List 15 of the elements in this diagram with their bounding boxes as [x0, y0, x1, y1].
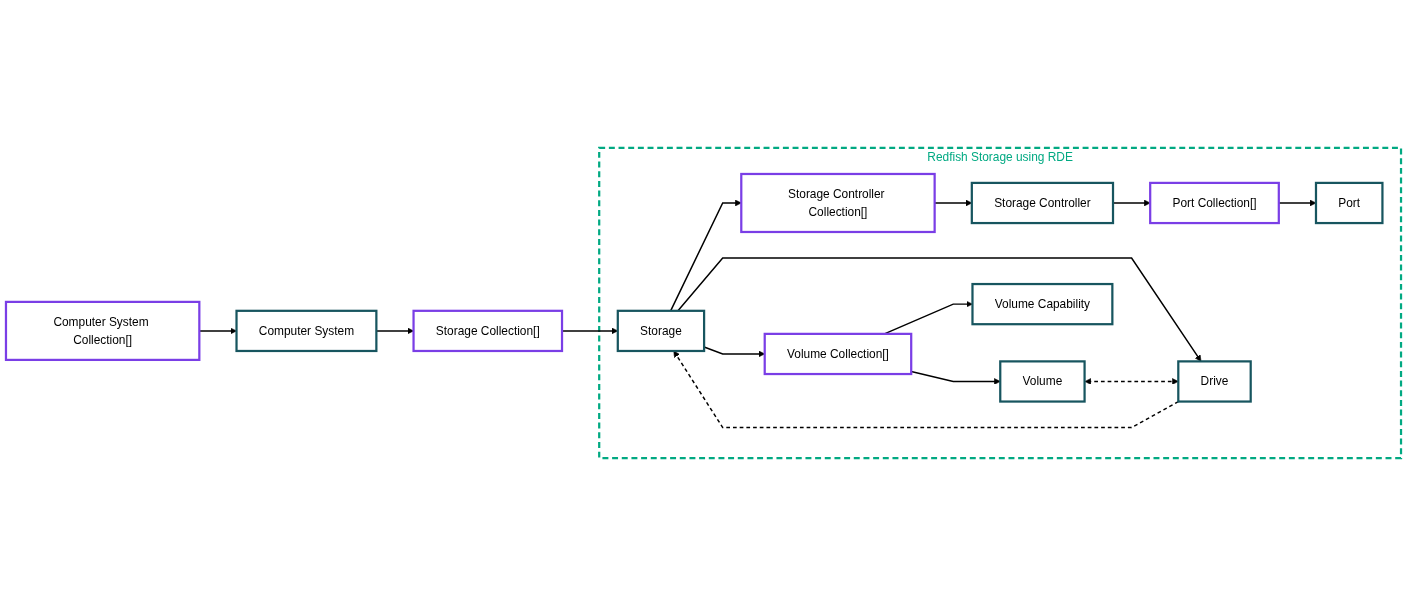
node-box: Storage — [616, 309, 706, 353]
node-box: Storage Collection[] — [412, 309, 564, 353]
arrow — [677, 257, 1202, 362]
node-box: Computer System — [235, 309, 378, 353]
node-box: Volume Capability — [971, 282, 1114, 326]
node-box: Drive — [1177, 360, 1252, 403]
arrow — [673, 350, 1180, 429]
node-box: Storage Controller Collection[] — [740, 172, 936, 234]
node-box: Volume — [999, 360, 1086, 403]
node-box: Port Collection[] — [1149, 181, 1280, 225]
arrow — [1084, 378, 1179, 385]
node-box: Storage Controller — [970, 181, 1115, 225]
node-box: Port — [1314, 181, 1384, 225]
node-box: Volume Collection[] — [763, 332, 913, 376]
node-box: Computer System Collection[] — [4, 300, 201, 361]
